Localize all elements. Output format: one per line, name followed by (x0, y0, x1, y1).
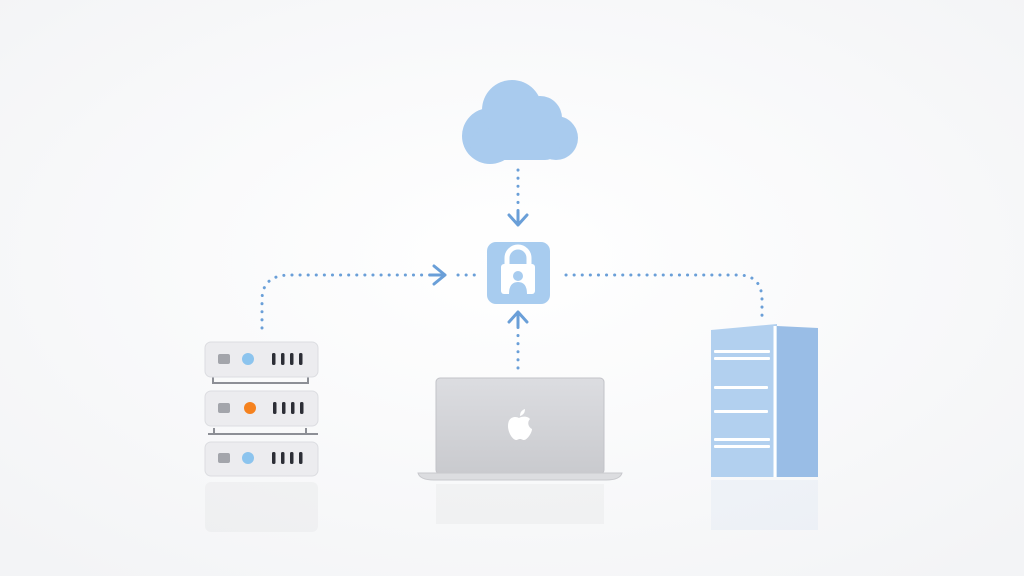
floor-reflection (205, 480, 818, 532)
server-unit (204, 341, 319, 378)
apple-logo-icon (508, 409, 532, 440)
server-rack-icon[interactable] (204, 341, 319, 477)
cloud-icon (462, 80, 578, 164)
lock-user-icon[interactable] (487, 242, 550, 304)
status-light-blue (242, 353, 254, 365)
drive-bays (714, 350, 770, 448)
rack-rail (208, 428, 318, 435)
server-unit (204, 390, 319, 427)
arrow-down-icon (507, 210, 529, 227)
connector-tower-to-lock (564, 273, 764, 320)
status-light-orange (244, 402, 256, 414)
arrow-right-icon (428, 264, 447, 286)
status-light-blue (242, 452, 254, 464)
laptop-icon[interactable] (417, 377, 623, 481)
rack-rail (212, 377, 309, 384)
connector-rack-to-lock (260, 273, 478, 330)
tower-server-icon[interactable] (711, 324, 818, 477)
server-unit (204, 441, 319, 477)
arrow-up-icon (507, 310, 529, 328)
